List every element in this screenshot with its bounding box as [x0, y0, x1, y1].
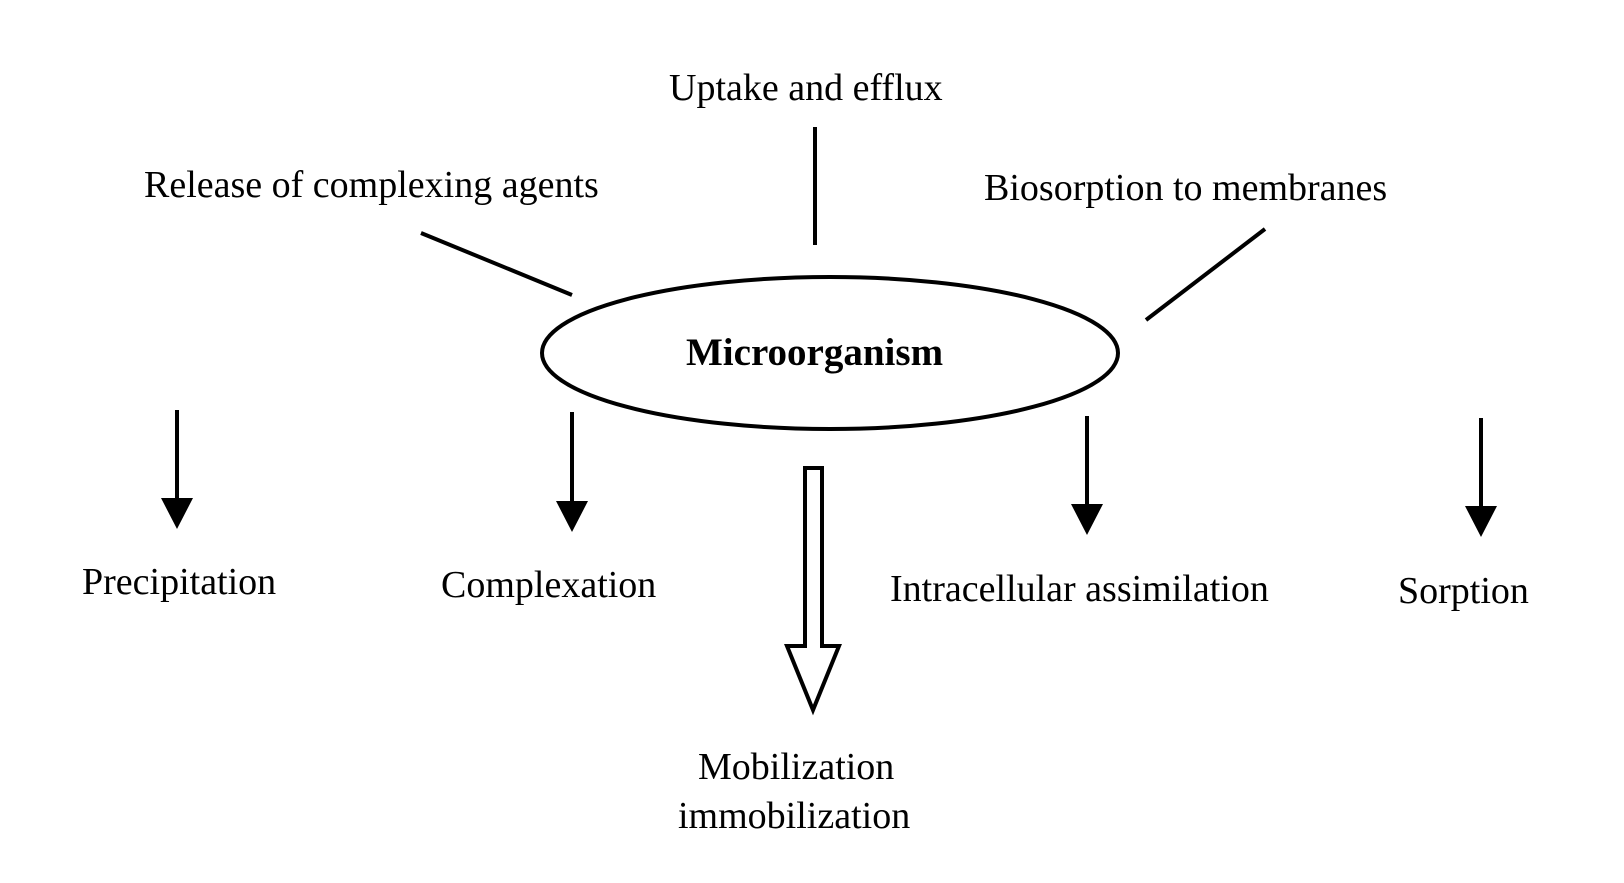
label-biosorption-membranes: Biosorption to membranes: [984, 167, 1388, 209]
label-mobilization: Mobilization: [698, 746, 895, 788]
label-sorption: Sorption: [1398, 570, 1529, 612]
arrow-precipitation: [161, 410, 193, 529]
label-microorganism: Microorganism: [686, 331, 944, 374]
label-precipitation: Precipitation: [82, 561, 277, 603]
label-immobilization: immobilization: [678, 795, 911, 837]
microorganism-ellipse: [540, 275, 1120, 431]
label-uptake-efflux: Uptake and efflux: [669, 67, 943, 109]
label-release-complexing-agents: Release of complexing agents: [144, 164, 599, 206]
arrow-sorption: [1465, 418, 1497, 537]
label-intracellular-assimilation: Intracellular assimilation: [890, 568, 1269, 610]
arrow-mobilization: [784, 466, 842, 716]
label-complexation: Complexation: [441, 564, 657, 606]
connector-biosorption: [1144, 227, 1267, 322]
connector-release: [420, 231, 573, 297]
arrow-complexation: [556, 412, 588, 532]
arrow-intracellular: [1071, 416, 1103, 535]
